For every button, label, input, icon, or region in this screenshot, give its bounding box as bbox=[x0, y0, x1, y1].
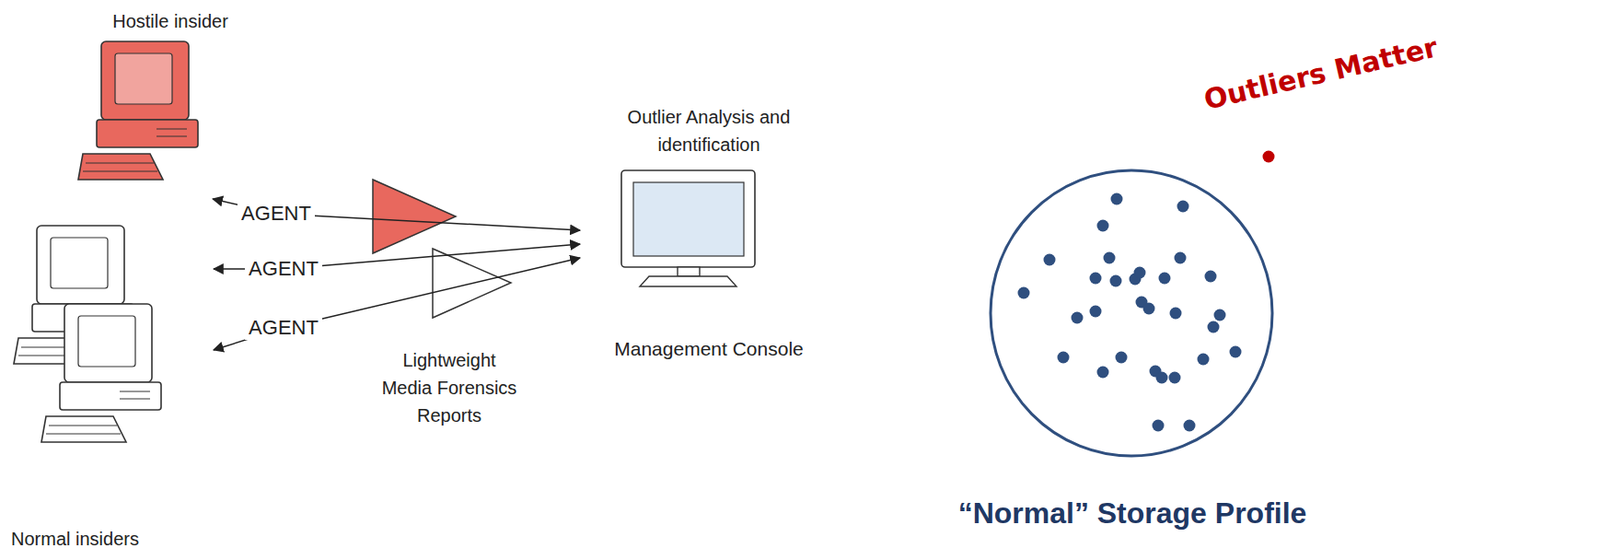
profile-circle bbox=[990, 170, 1273, 456]
report-triangle bbox=[372, 179, 456, 254]
normal-computer bbox=[41, 303, 162, 442]
data-points bbox=[1018, 193, 1242, 432]
hostile-computer bbox=[78, 41, 198, 180]
agent-connector bbox=[212, 198, 580, 231]
console-label: Management Console bbox=[614, 334, 803, 364]
agent-connector bbox=[213, 257, 580, 350]
profile-title: “Normal” Storage Profile bbox=[958, 490, 1308, 535]
outliers-matter-label: Outliers Matter bbox=[1200, 30, 1440, 116]
reports-label: Lightweight Media Forensics Reports bbox=[375, 346, 523, 429]
hostile-insider-label: Hostile insider bbox=[112, 7, 229, 35]
normal-insiders-label: Normal insiders bbox=[11, 524, 140, 553]
storage-profile-node: “Normal” Storage Profile bbox=[906, 161, 1358, 539]
agent-label: AGENT bbox=[237, 201, 315, 226]
hostile-insider-node: Hostile insider bbox=[73, 3, 267, 199]
console-monitor bbox=[621, 170, 755, 287]
agent-label: AGENT bbox=[244, 256, 323, 281]
outlier-point bbox=[1263, 150, 1276, 163]
analysis-label: Outlier Analysis and identification bbox=[621, 103, 797, 159]
agent-label: AGENT bbox=[244, 315, 323, 340]
console-node: Outlier Analysis and identificationManag… bbox=[579, 99, 838, 367]
reports-node: Lightweight Media Forensics Reports bbox=[368, 173, 531, 433]
normal-insiders-node: Normal insiders bbox=[7, 219, 214, 557]
